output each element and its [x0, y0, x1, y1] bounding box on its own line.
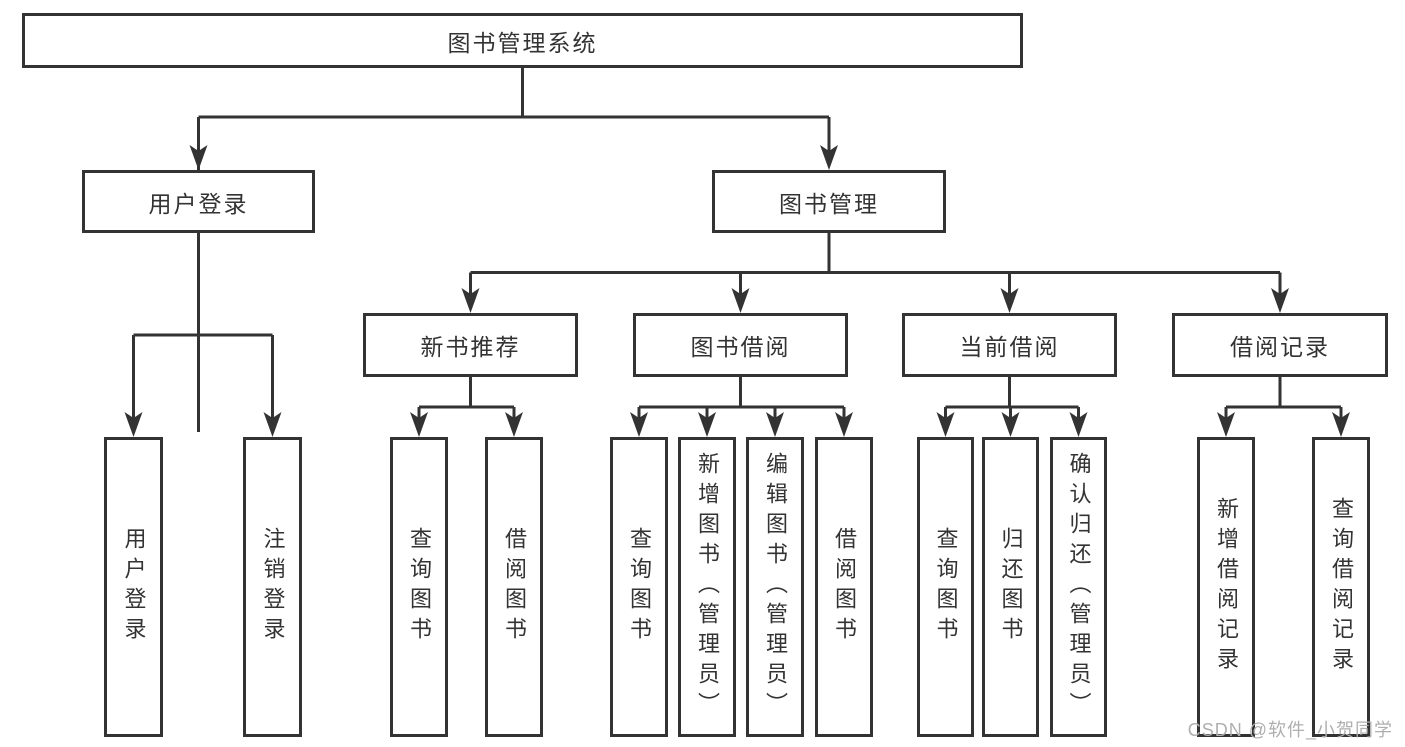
node-user-login: 用户登录 [82, 170, 315, 233]
leaf-current-confirm-label: 确认归还（管理员） [1066, 452, 1092, 722]
leaf-current-query: 查询图书 [917, 437, 974, 737]
node-root-label: 图书管理系统 [447, 29, 598, 56]
connector-record-children [1224, 377, 1343, 432]
leaf-record-add-label: 新增借阅记录 [1214, 497, 1239, 677]
node-borrow-record-label: 借阅记录 [1230, 334, 1330, 360]
connector-borrow-children [637, 377, 846, 432]
node-root-system: 图书管理系统 [22, 13, 1023, 68]
node-book-borrow-label: 图书借阅 [690, 334, 791, 360]
leaf-current-confirm: 确认归还（管理员） [1050, 437, 1107, 737]
leaf-record-add: 新增借阅记录 [1197, 437, 1255, 737]
node-new-book-recommend: 新书推荐 [363, 313, 578, 377]
leaf-logout-label: 注销登录 [260, 527, 286, 647]
leaf-borrow-add-label: 新增图书（管理员） [695, 452, 720, 722]
node-current-borrow: 当前借阅 [902, 313, 1117, 377]
leaf-borrow-query: 查询图书 [610, 437, 668, 737]
leaf-current-query-label: 查询图书 [933, 527, 959, 647]
node-user-login-label: 用户登录 [148, 190, 249, 217]
leaf-newbook-query-label: 查询图书 [407, 527, 432, 647]
leaf-newbook-query: 查询图书 [390, 437, 448, 737]
leaf-newbook-borrow: 借阅图书 [485, 437, 543, 737]
leaf-borrow-add: 新增图书（管理员） [678, 437, 736, 737]
node-book-management-label: 图书管理 [779, 190, 879, 217]
connector-login-children [132, 233, 274, 432]
leaf-borrow-lend: 借阅图书 [815, 437, 873, 737]
connector-newbook-children [417, 377, 516, 432]
connector-bookmgmt-children [469, 233, 1282, 308]
leaf-current-return-label: 归还图书 [998, 527, 1024, 647]
leaf-user-login-label: 用户登录 [121, 527, 147, 647]
leaf-current-return: 归还图书 [982, 437, 1039, 737]
node-book-borrow: 图书借阅 [633, 313, 848, 377]
leaf-borrow-query-label: 查询图书 [627, 527, 652, 647]
leaf-borrow-edit: 编辑图书（管理员） [746, 437, 804, 737]
leaf-borrow-edit-label: 编辑图书（管理员） [763, 452, 788, 722]
leaf-borrow-lend-label: 借阅图书 [832, 527, 857, 647]
node-borrow-record: 借阅记录 [1172, 313, 1388, 377]
csdn-watermark: CSDN @软件_小贺同学 [1187, 720, 1393, 740]
leaf-logout: 注销登录 [243, 437, 302, 737]
leaf-newbook-borrow-label: 借阅图书 [502, 527, 527, 647]
leaf-user-login: 用户登录 [104, 437, 163, 737]
node-new-book-recommend-label: 新书推荐 [420, 334, 521, 360]
leaf-record-query: 查询借阅记录 [1312, 437, 1370, 737]
connector-current-children [944, 377, 1080, 432]
connector-root-children [197, 68, 831, 432]
leaf-record-query-label: 查询借阅记录 [1329, 497, 1354, 677]
node-current-borrow-label: 当前借阅 [959, 334, 1060, 360]
node-book-management: 图书管理 [712, 170, 946, 233]
